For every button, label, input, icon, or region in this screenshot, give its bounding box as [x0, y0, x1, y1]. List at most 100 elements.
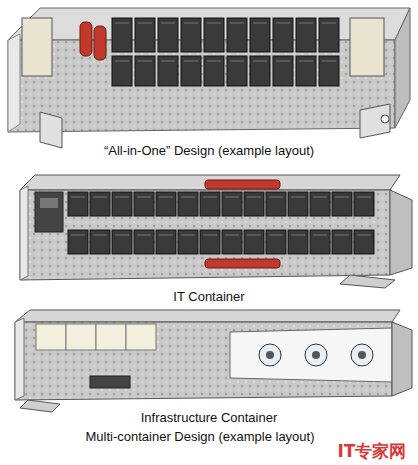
- server-rack: [227, 18, 247, 52]
- server-rack: [181, 18, 201, 52]
- rack-detail: [115, 23, 129, 24]
- server-rack: [354, 192, 374, 216]
- server-rack: [244, 230, 264, 254]
- it-container: [20, 175, 412, 288]
- rack-detail: [335, 235, 349, 236]
- server-rack: [204, 18, 224, 52]
- server-rack: [156, 192, 176, 216]
- server-rack: [135, 18, 155, 52]
- rack-detail: [299, 61, 313, 62]
- rack-detail: [159, 235, 173, 236]
- server-rack: [158, 18, 178, 52]
- rack-detail: [203, 235, 217, 236]
- rack-detail: [181, 197, 195, 198]
- rack-detail: [276, 61, 290, 62]
- server-rack: [250, 56, 270, 86]
- server-rack: [296, 56, 316, 86]
- rack-detail: [335, 197, 349, 198]
- server-rack: [90, 192, 110, 216]
- rack-detail: [247, 235, 261, 236]
- server-rack: [158, 56, 178, 86]
- server-rack: [310, 230, 330, 254]
- rack-detail: [115, 61, 129, 62]
- server-rack: [200, 230, 220, 254]
- rack-detail: [115, 235, 129, 236]
- rack-detail: [137, 235, 151, 236]
- server-rack: [112, 56, 132, 86]
- caption: “All-in-One” Design (example layout): [104, 143, 314, 158]
- server-rack: [90, 230, 110, 254]
- rack-detail: [138, 61, 152, 62]
- server-rack: [156, 230, 176, 254]
- server-rack: [134, 192, 154, 216]
- rack-detail: [181, 235, 195, 236]
- rack-detail: [184, 23, 198, 24]
- rack-detail: [253, 23, 267, 24]
- server-rack: [250, 18, 270, 52]
- server-rack: [112, 192, 132, 216]
- server-rack: [178, 230, 198, 254]
- server-rack: [319, 56, 339, 86]
- server-rack: [68, 192, 88, 216]
- server-rack: [134, 230, 154, 254]
- rack-detail: [322, 61, 336, 62]
- rack-detail: [71, 197, 85, 198]
- server-rack: [222, 230, 242, 254]
- rack-detail: [71, 235, 85, 236]
- server-rack: [288, 230, 308, 254]
- rack-detail: [230, 61, 244, 62]
- rack-detail: [313, 197, 327, 198]
- server-rack: [112, 230, 132, 254]
- rack-detail: [137, 197, 151, 198]
- rack-detail: [247, 197, 261, 198]
- rack-detail: [203, 197, 217, 198]
- rack-detail: [230, 23, 244, 24]
- rack-detail: [184, 61, 198, 62]
- server-rack: [181, 56, 201, 86]
- server-rack: [68, 230, 88, 254]
- server-rack: [332, 230, 352, 254]
- rack-detail: [276, 23, 290, 24]
- server-rack: [319, 18, 339, 52]
- server-rack: [288, 192, 308, 216]
- rack-detail: [93, 197, 107, 198]
- rack-detail: [207, 23, 221, 24]
- caption: Multi-container Design (example layout): [85, 429, 314, 444]
- rack-detail: [115, 197, 129, 198]
- server-rack: [310, 192, 330, 216]
- rack-detail: [291, 235, 305, 236]
- rack-detail: [138, 23, 152, 24]
- rack-detail: [313, 235, 327, 236]
- server-rack: [244, 192, 264, 216]
- watermark: IT专家网: [338, 440, 407, 463]
- rack-detail: [322, 23, 336, 24]
- server-rack: [273, 56, 293, 86]
- server-rack: [266, 192, 286, 216]
- server-rack: [178, 192, 198, 216]
- rack-detail: [93, 235, 107, 236]
- caption: IT Container: [173, 289, 244, 304]
- rack-detail: [161, 61, 175, 62]
- infrastructure-container: [15, 310, 412, 412]
- rack-detail: [207, 61, 221, 62]
- server-rack: [266, 230, 286, 254]
- rack-detail: [225, 235, 239, 236]
- rack-detail: [357, 197, 371, 198]
- server-rack: [296, 18, 316, 52]
- rack-detail: [253, 61, 267, 62]
- server-rack: [200, 192, 220, 216]
- server-rack: [204, 56, 224, 86]
- rack-detail: [269, 235, 283, 236]
- rack-detail: [225, 197, 239, 198]
- rack-detail: [299, 23, 313, 24]
- rack-detail: [269, 197, 283, 198]
- server-rack: [354, 230, 374, 254]
- server-rack: [222, 192, 242, 216]
- rack-detail: [357, 235, 371, 236]
- server-rack: [273, 18, 293, 52]
- rack-detail: [159, 197, 173, 198]
- rack-detail: [161, 23, 175, 24]
- server-rack: [227, 56, 247, 86]
